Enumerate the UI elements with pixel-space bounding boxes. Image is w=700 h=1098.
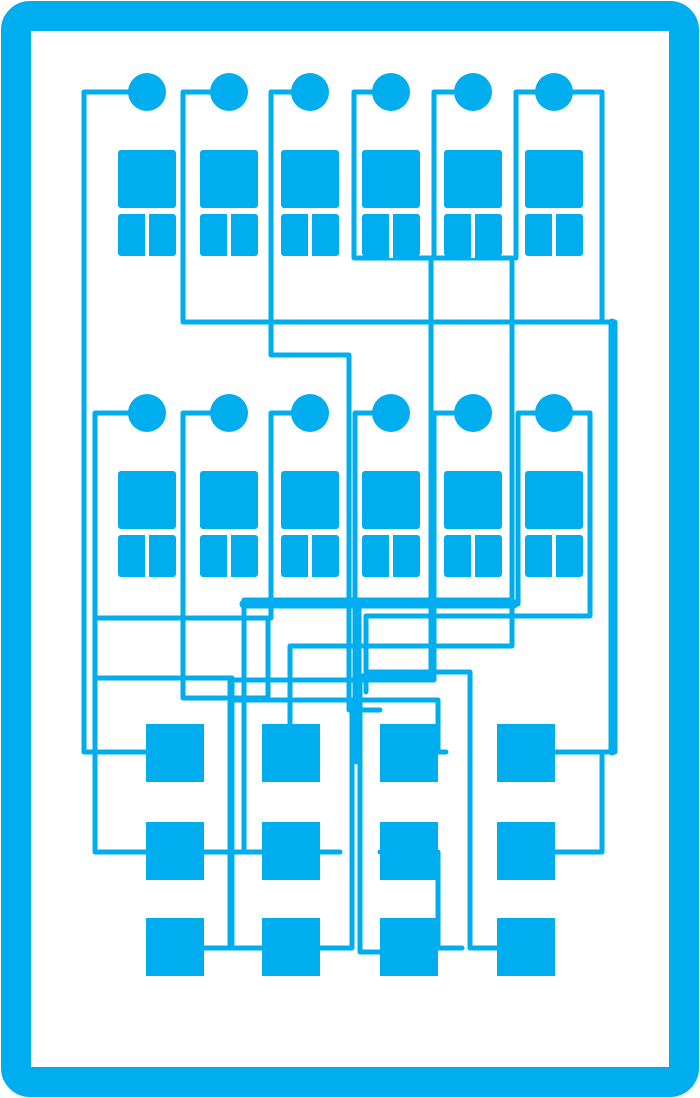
middle-chip-3: [279, 471, 341, 579]
wire-trace: [351, 89, 434, 955]
square-pad-r1c2: [262, 724, 320, 782]
square-pad-r2c4: [497, 822, 555, 880]
square-pad-r2c3: [380, 822, 438, 880]
square-pad-r1c1: [146, 724, 204, 782]
wire-trace: [552, 749, 605, 855]
wire-trace: [180, 89, 618, 755]
middle-node-pad-6: [535, 394, 573, 432]
middle-chip-4: [360, 471, 422, 579]
upper-chip-3: [279, 150, 341, 258]
square-pad-r2c2: [262, 822, 320, 880]
wire-trace: [513, 89, 538, 261]
middle-chip-6: [523, 471, 585, 579]
square-pad-r1c3: [380, 724, 438, 782]
middle-chip-1: [116, 471, 178, 579]
wire-trace: [241, 89, 515, 855]
wire-trace: [92, 675, 149, 855]
middle-chip-2: [198, 471, 260, 579]
wire-traces: [81, 89, 618, 955]
wire-trace: [227, 410, 456, 951]
square-pad-r1c4: [497, 724, 555, 782]
middle-node-pad-2: [210, 394, 248, 432]
upper-node-pad-1: [128, 73, 166, 111]
middle-node-pad-4: [372, 394, 410, 432]
components: [116, 73, 585, 976]
square-pad-r2c1: [146, 822, 204, 880]
wire-trace: [515, 410, 538, 607]
square-pad-r3c2: [262, 918, 320, 976]
middle-node-pad-1: [128, 394, 166, 432]
upper-node-pad-2: [210, 73, 248, 111]
wire-trace: [268, 410, 294, 621]
upper-chip-2: [198, 150, 260, 258]
wire-trace: [363, 410, 593, 695]
upper-node-pad-3: [291, 73, 329, 111]
upper-node-pad-6: [535, 73, 573, 111]
wire-trace: [352, 410, 375, 603]
upper-chip-1: [116, 150, 178, 258]
wire-trace: [81, 89, 149, 755]
square-pad-r3c3: [380, 918, 438, 976]
square-pad-r3c4: [497, 918, 555, 976]
wire-trace: [287, 597, 515, 727]
upper-node-pad-5: [454, 73, 492, 111]
wire-trace: [317, 697, 355, 951]
wire-trace: [363, 669, 500, 951]
wire-trace: [92, 410, 271, 701]
wire-trace: [92, 615, 235, 951]
middle-node-pad-3: [291, 394, 329, 432]
middle-node-pad-5: [454, 394, 492, 432]
middle-chip-5: [442, 471, 504, 579]
upper-chip-4: [360, 150, 422, 258]
upper-node-pad-4: [372, 73, 410, 111]
square-pad-r3c1: [146, 918, 204, 976]
upper-chip-5: [442, 150, 504, 258]
upper-chip-6: [523, 150, 585, 258]
wire-trace: [570, 89, 605, 325]
